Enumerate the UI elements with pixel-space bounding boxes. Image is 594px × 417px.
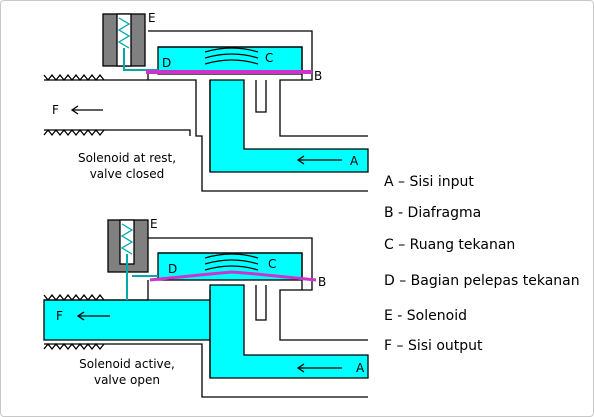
legend-item-e: E - Solenoid (384, 308, 467, 324)
top-thread-upper (43, 73, 105, 82)
bottom-spring (204, 253, 259, 271)
top-label-d: D (162, 56, 171, 70)
bottom-label-a: A (356, 361, 365, 375)
bottom-caption-line2: valve open (93, 373, 161, 387)
bottom-arrow-f (76, 311, 110, 321)
top-caption-line2: valve closed (89, 167, 165, 181)
top-caption-line1: Solenoid at rest, (77, 151, 177, 165)
top-label-e: E (148, 11, 156, 25)
bottom-caption: Solenoid active, valve open (62, 356, 192, 388)
top-thread-lower (43, 128, 105, 137)
bottom-outlet-upper (44, 280, 149, 301)
bottom-valve-open (43, 219, 369, 398)
bottom-outlet-fluid (43, 299, 211, 341)
top-label-c: C (265, 51, 273, 65)
legend-item-c: C – Ruang tekanan (384, 237, 516, 253)
top-spring (204, 47, 259, 65)
top-solenoid-coil (117, 17, 131, 49)
bottom-label-b: B (318, 275, 326, 289)
top-inner-post (255, 80, 267, 113)
top-outlet-lower (44, 129, 191, 136)
top-chamber-wall (158, 46, 303, 80)
top-body-outline (148, 30, 368, 137)
top-arrow-a (296, 155, 342, 165)
top-arrow-f (70, 105, 103, 115)
top-label-b: B (314, 69, 322, 83)
bottom-label-e: E (150, 217, 158, 231)
legend-item-d: D – Bagian pelepas tekanan (384, 273, 580, 289)
bottom-body-outline (148, 237, 368, 341)
bottom-inlet-fluid (209, 284, 369, 379)
bottom-label-f: F (56, 309, 63, 323)
top-inlet-fluid (209, 79, 369, 173)
top-caption: Solenoid at rest, valve closed (62, 150, 192, 182)
bottom-diaphragm (149, 270, 317, 282)
top-valve-closed (43, 13, 369, 192)
bottom-thread-upper (43, 293, 105, 302)
bottom-arrow-a (296, 363, 342, 373)
top-label-a: A (350, 154, 359, 168)
bottom-label-c: C (268, 257, 276, 271)
bottom-inner-post (255, 285, 267, 321)
legend-item-b: B - Diafragma (384, 205, 482, 221)
bottom-solenoid-coil (120, 223, 134, 255)
bottom-label-d: D (168, 262, 177, 276)
top-label-f: F (52, 103, 59, 117)
legend-item-f: F – Sisi output (384, 338, 483, 354)
bottom-relief-channel (126, 254, 158, 300)
bottom-thread-lower (43, 342, 105, 351)
bottom-inlet-wall (44, 343, 368, 398)
bottom-caption-line1: Solenoid active, (79, 357, 175, 371)
legend-item-a: A – Sisi input (384, 174, 474, 190)
